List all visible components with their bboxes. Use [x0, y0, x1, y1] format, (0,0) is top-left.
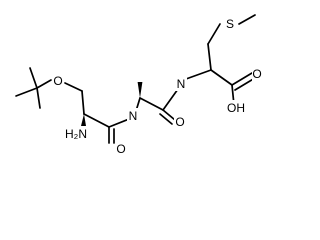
- bond-nh-ser-carbonyl: [108, 118, 130, 128]
- bond-ser-alpha-ch2: [81, 90, 85, 115]
- bond-alpha-carboxyl: [210, 69, 233, 86]
- atom-acid-oxygen: O: [252, 67, 261, 81]
- atom-labels: S O OH N H O N H O O H₂N: [52, 16, 263, 156]
- atom-met-nitrogen: N: [177, 77, 186, 91]
- atom-ser-carbonyl-oxygen: O: [116, 142, 125, 156]
- bond-tbu-methyl-bottom: [36, 87, 41, 109]
- wedge-ser-amine: [80, 114, 87, 129]
- bond-nh-ala-carbonyl: [162, 88, 179, 111]
- atom-ether-oxygen: O: [53, 74, 62, 88]
- bond-ser-carbonyl-alpha: [83, 113, 110, 128]
- bond-s-ch2: [207, 23, 221, 45]
- bond-tbu-methyl-top: [29, 67, 38, 89]
- atom-ala-carbonyl-oxygen: O: [175, 115, 184, 129]
- bond-lines: [15, 14, 256, 144]
- bond-carboxyl-double-a: [231, 72, 253, 86]
- atom-ser-nitrogen: N: [129, 109, 138, 123]
- structural-formula: S O OH N H O N H O O H₂N: [15, 14, 263, 156]
- bond-ch2-ether-o: [64, 82, 83, 92]
- bond-ala-carbonyl-alpha: [139, 97, 164, 111]
- wedge-ala-methyl: [137, 82, 143, 98]
- bond-ala-co-double-b: [159, 113, 173, 125]
- bond-tbu-methyl-left: [15, 87, 38, 97]
- atom-acid-hydroxyl: OH: [227, 101, 245, 115]
- bond-carboxyl-double-b: [234, 77, 256, 91]
- bond-ether-o-tbu: [36, 79, 52, 89]
- bond-s-methyl: [238, 14, 256, 25]
- bond-ch2-ch2: [207, 43, 212, 71]
- bond-ala-co-double-a: [162, 109, 176, 121]
- bond-alpha-nh: [185, 69, 212, 80]
- atom-sulfur: S: [226, 17, 234, 31]
- stereo-wedges: [80, 82, 143, 129]
- atom-amine: H₂N: [65, 127, 87, 141]
